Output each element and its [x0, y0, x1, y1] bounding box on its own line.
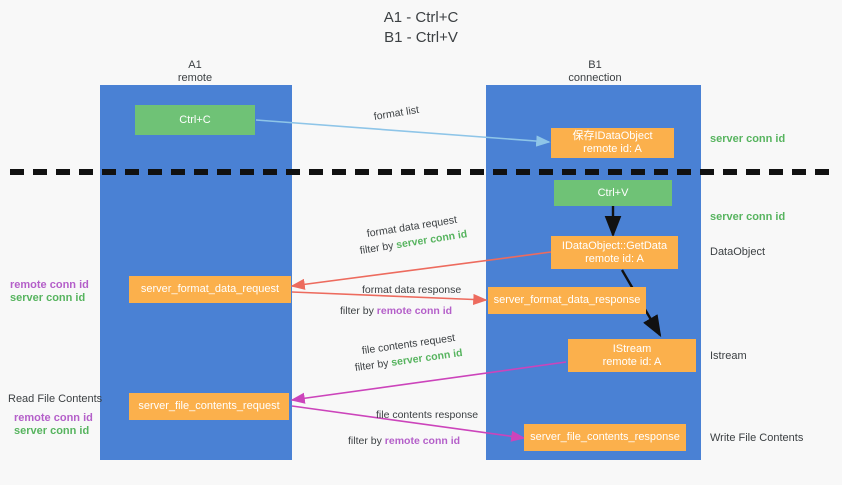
box-idataobject-line2: remote id: A: [583, 143, 642, 155]
column-header-b1: B1 connection: [530, 59, 660, 85]
column-header-a1: A1 remote: [130, 59, 260, 85]
box-idataobject[interactable]: 保存IDataObject remote id: A: [551, 128, 674, 158]
left-label-server-conn-id-lower: server conn id: [14, 425, 90, 437]
box-istream[interactable]: IStream remote id: A: [568, 339, 696, 372]
box-ctrl-c[interactable]: Ctrl+C: [135, 105, 255, 135]
label-file-contents-response: file contents response: [376, 409, 479, 421]
label-format-data-response-filter: filter by remote conn id: [340, 305, 452, 318]
left-label-remote-conn-id-upper: remote conn id: [10, 279, 89, 291]
title-line-2: B1 - Ctrl+V: [384, 29, 458, 46]
filter-prefix: filter by: [358, 239, 398, 257]
box-getdata-line1: IDataObject::GetData: [561, 239, 668, 252]
label-format-list: format list: [372, 103, 420, 123]
box-server-file-contents-request[interactable]: server_file_contents_request: [129, 393, 289, 420]
left-label-remote-conn-id-lower: remote conn id: [14, 412, 93, 424]
diagram-title: A1 - Ctrl+C B1 - Ctrl+V: [0, 8, 842, 48]
left-label-read-file-contents: Read File Contents: [8, 393, 103, 405]
right-label-dataobject: DataObject: [710, 246, 766, 258]
right-label-server-conn-id-top: server conn id: [710, 133, 786, 145]
label-file-contents-response-filter: filter by remote conn id: [348, 435, 460, 448]
column-a1-sub: remote: [177, 72, 213, 84]
title-line-1: A1 - Ctrl+C: [383, 9, 459, 26]
box-ctrl-v[interactable]: Ctrl+V: [554, 180, 672, 206]
label-format-data-response: format data response: [362, 284, 462, 296]
left-label-server-conn-id-upper: server conn id: [10, 292, 86, 304]
filter-value-remote-conn-id: remote conn id: [376, 305, 453, 317]
box-idataobject-line1: 保存IDataObject: [572, 130, 653, 142]
box-istream-line2: remote id: A: [602, 355, 662, 368]
right-label-istream: Istream: [710, 350, 747, 362]
box-server-format-data-request[interactable]: server_format_data_request: [129, 276, 291, 303]
box-server-file-contents-response[interactable]: server_file_contents_response: [524, 424, 686, 451]
right-label-server-conn-id-mid: server conn id: [710, 211, 786, 223]
filter-value-remote-conn-id: remote conn id: [384, 435, 461, 447]
column-b1-name: B1: [588, 59, 602, 71]
box-server-format-data-response[interactable]: server_format_data_response: [488, 287, 646, 314]
box-istream-line1: IStream: [612, 342, 652, 355]
column-b1-sub: connection: [568, 72, 622, 84]
filter-prefix: filter by: [340, 305, 377, 317]
right-label-write-file-contents: Write File Contents: [710, 432, 804, 444]
box-getdata-line2: remote id: A: [585, 252, 644, 265]
box-getdata[interactable]: IDataObject::GetData remote id: A: [551, 236, 678, 269]
filter-prefix: filter by: [354, 356, 393, 374]
column-a1-name: A1: [188, 59, 202, 71]
filter-prefix: filter by: [348, 435, 385, 447]
